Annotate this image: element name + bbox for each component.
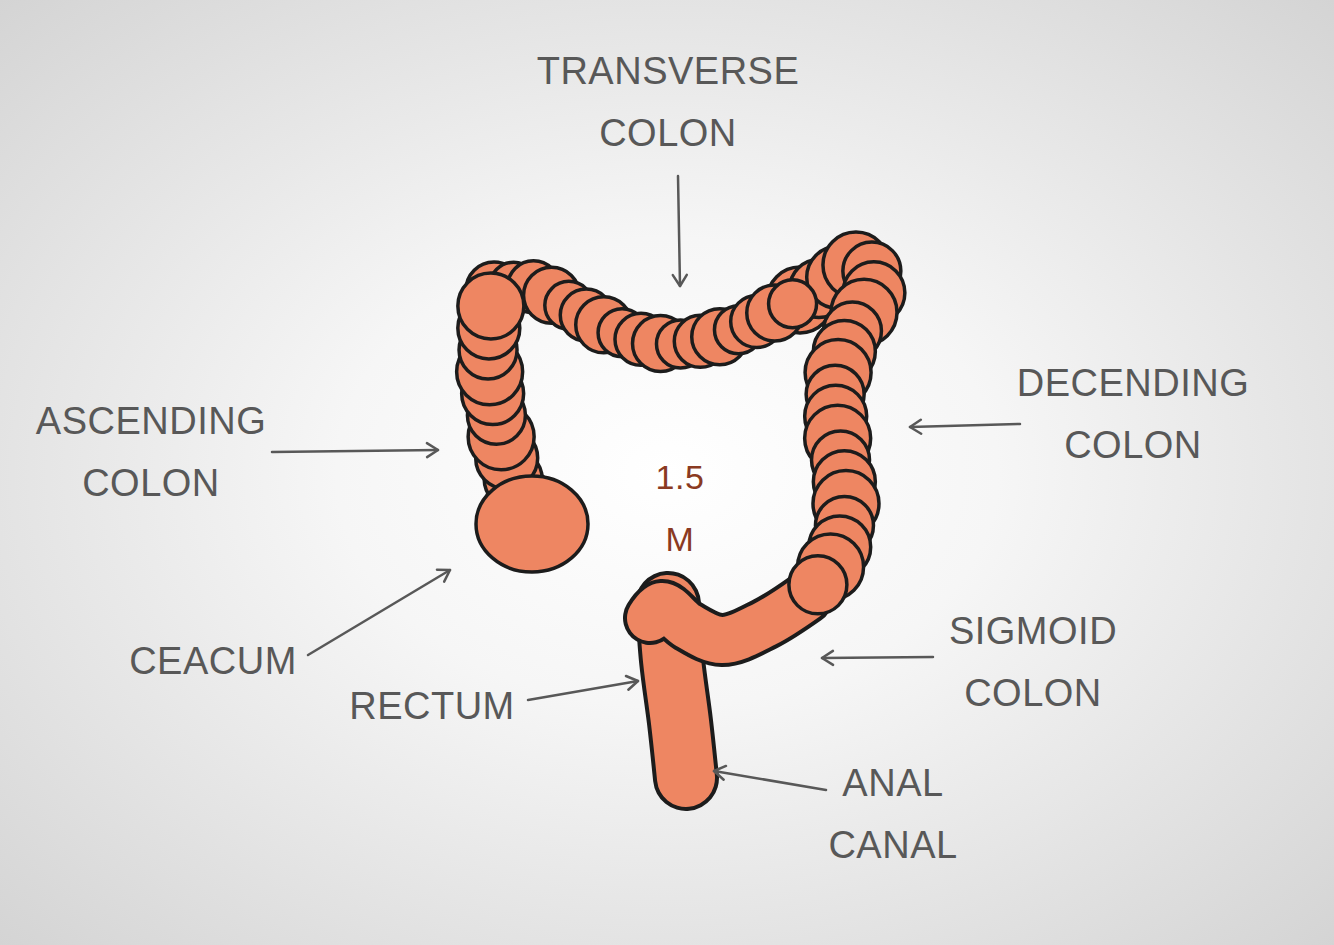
haustra-segment bbox=[769, 280, 817, 328]
length-label: 1.5 M bbox=[656, 446, 705, 570]
leader-line bbox=[678, 176, 680, 286]
part-label: ANAL CANAL bbox=[828, 752, 957, 876]
part-label: DECENDING COLON bbox=[1017, 352, 1250, 476]
part-label: TRANSVERSE COLON bbox=[537, 40, 800, 164]
part-label: RECTUM bbox=[349, 675, 515, 737]
haustra-segment bbox=[458, 273, 524, 339]
leader-line bbox=[822, 657, 933, 658]
colon-drawing bbox=[457, 232, 905, 778]
caecum-pouch bbox=[476, 476, 588, 572]
part-label: CEACUM bbox=[129, 630, 297, 692]
leader-line bbox=[308, 570, 450, 655]
colon-outline bbox=[650, 598, 806, 640]
part-label: ASCENDING COLON bbox=[36, 390, 266, 514]
leader-line bbox=[272, 450, 438, 452]
leader-line bbox=[714, 771, 826, 790]
leader-line bbox=[910, 424, 1020, 427]
haustra-segment bbox=[789, 556, 847, 614]
colon-fill bbox=[650, 598, 806, 640]
leader-line bbox=[528, 681, 638, 700]
part-label: SIGMOID COLON bbox=[949, 600, 1117, 724]
